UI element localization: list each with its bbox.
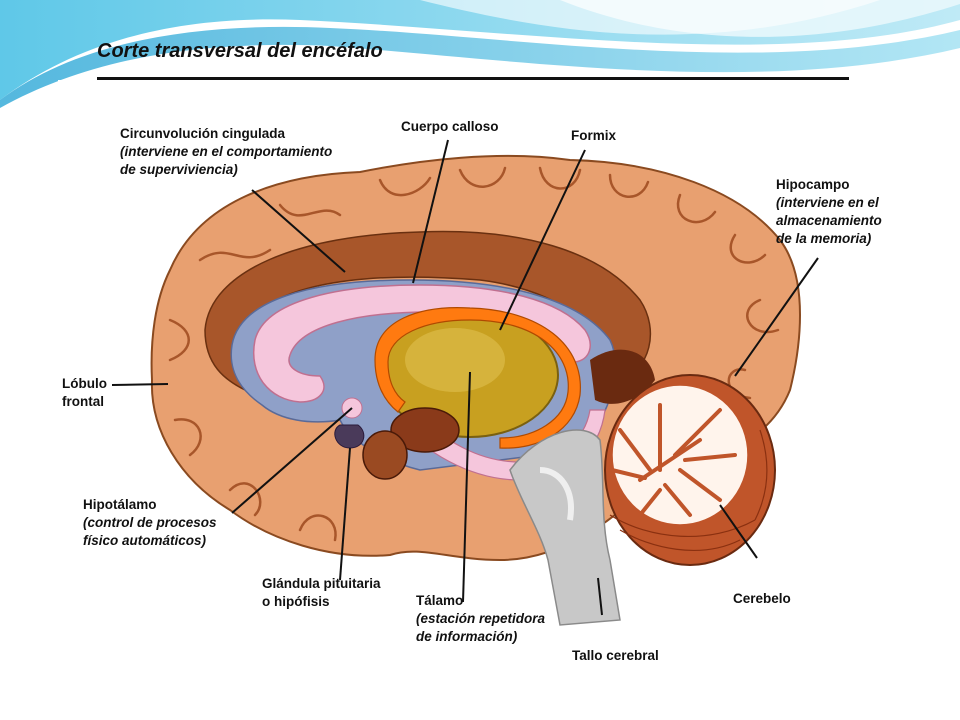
arbor-vitae [610, 403, 737, 517]
label-brainstem: Tallo cerebral [572, 647, 659, 665]
label-frontal-line-2: frontal [62, 394, 104, 409]
label-hippocampus-title: Hipocampo [776, 177, 850, 192]
label-cerebellum: Cerebelo [733, 590, 791, 608]
label-fornix: Formix [571, 127, 616, 145]
label-cingulate-gyrus: Circunvolución cingulada (interviene en … [120, 125, 332, 179]
label-hippocampus: Hipocampo (interviene en el almacenamien… [776, 176, 882, 248]
pituitary-gland [334, 424, 365, 449]
label-hippocampus-desc-2: almacenamiento [776, 213, 882, 228]
slide-title: Corte transversal del encéfalo [97, 40, 383, 62]
label-hypothalamus-desc-1: (control de procesos [83, 515, 217, 530]
label-thalamus: Tálamo (estación repetidora de informaci… [416, 592, 545, 646]
brainstem [509, 429, 621, 626]
label-hypothalamus-title: Hipotálamo [83, 497, 157, 512]
label-hypothalamus: Hipotálamo (control de procesos físico a… [83, 496, 217, 550]
label-brainstem-title: Tallo cerebral [572, 648, 659, 663]
label-thalamus-desc-1: (estación repetidora [416, 611, 546, 626]
label-fornix-title: Formix [571, 128, 617, 143]
leader-lines [111, 139, 819, 616]
label-hypothalamus-desc-2: físico automáticos) [83, 533, 207, 548]
label-cerebellum-title: Cerebelo [733, 591, 791, 606]
label-thalamus-desc-2: de información) [416, 629, 518, 644]
label-callosum-title: Cuerpo calloso [401, 119, 499, 134]
label-pituitary-line-1: Glándula pituitaria [262, 576, 381, 591]
label-hippocampus-desc-3: de la memoria) [776, 231, 872, 246]
label-hippocampus-desc-1: (interviene en el [776, 195, 879, 210]
label-frontal-lobe: Lóbulo frontal [62, 375, 107, 411]
label-frontal-line-1: Lóbulo [62, 376, 107, 391]
label-cingulate-desc-2: de superviviencia) [120, 162, 238, 177]
fornix [374, 307, 581, 449]
title-underline [97, 77, 849, 80]
label-pituitary: Glándula pituitaria o hipófisis [262, 575, 381, 611]
label-thalamus-title: Tálamo [416, 593, 464, 608]
label-pituitary-line-2: o hipófisis [262, 594, 330, 609]
label-corpus-callosum: Cuerpo calloso [401, 118, 499, 136]
midbrain-structure [390, 407, 460, 453]
label-cingulate-desc-1: (interviene en el comportamiento [120, 144, 333, 159]
label-cingulate-title: Circunvolución cingulada [120, 126, 286, 141]
